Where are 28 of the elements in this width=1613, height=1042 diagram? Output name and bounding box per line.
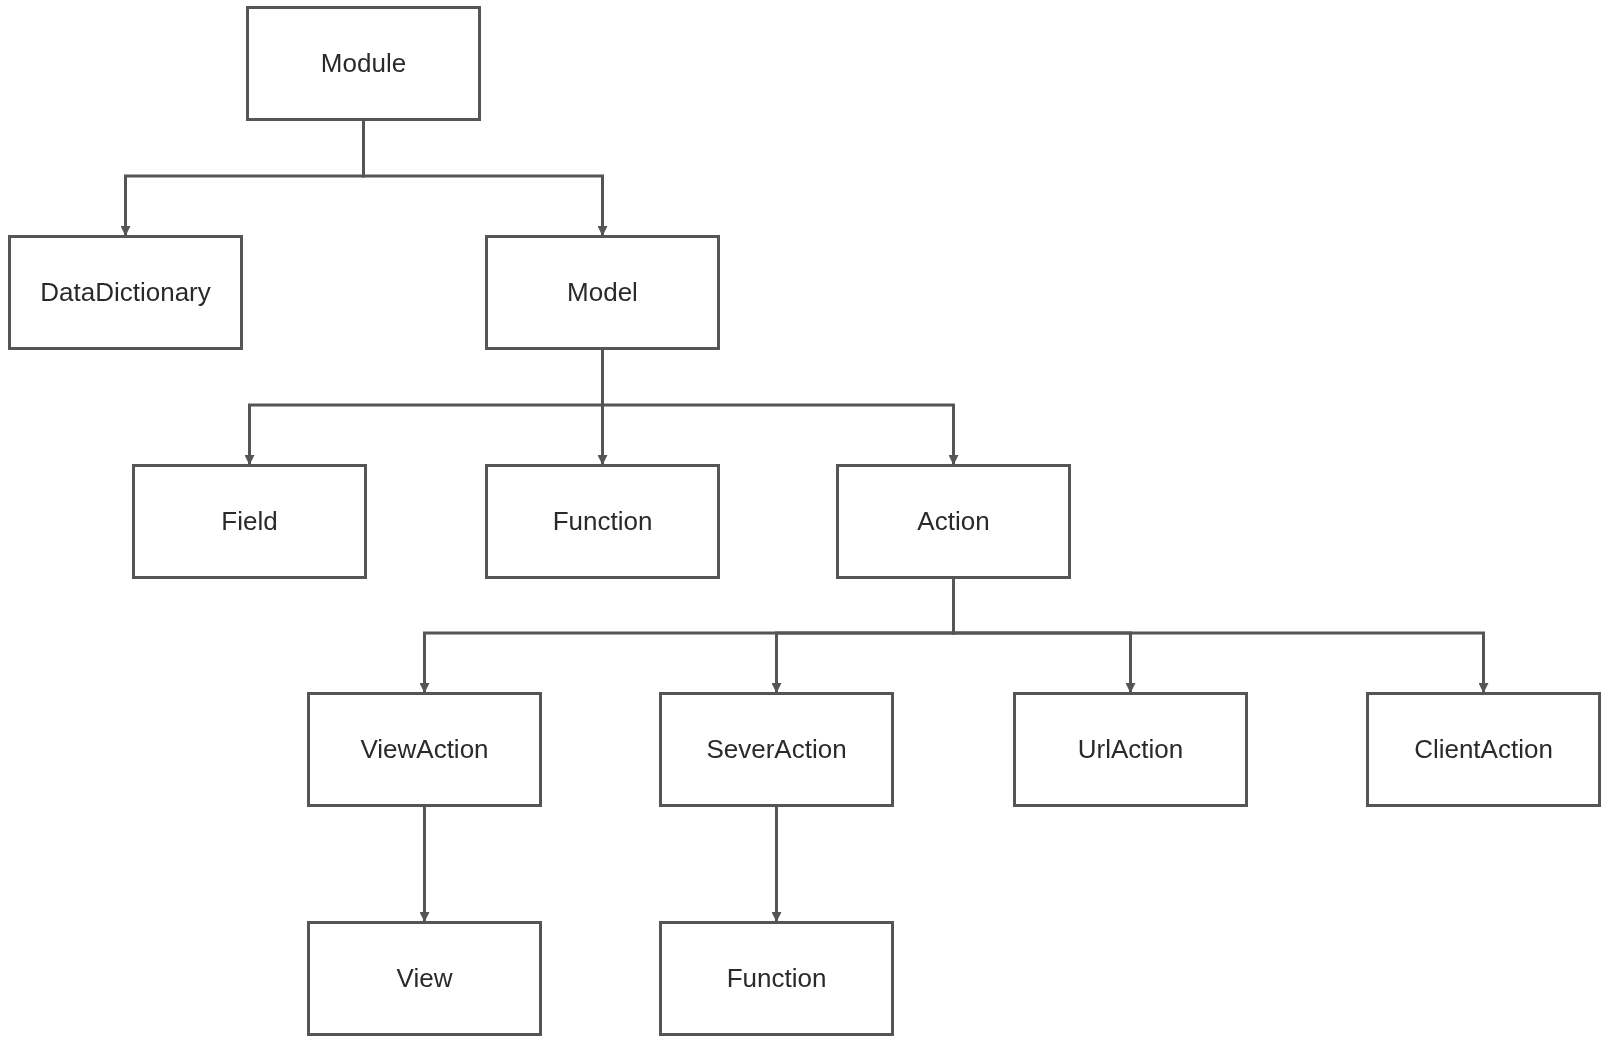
box-label: ClientAction [1414, 734, 1553, 765]
process-box [485, 235, 720, 350]
process-box [8, 235, 243, 350]
arrow [419, 807, 430, 922]
box-label: Model [567, 277, 638, 308]
box-label: Action [917, 506, 990, 537]
process-box [307, 692, 542, 807]
box-label: View [396, 963, 453, 994]
process-box [836, 464, 1071, 579]
box-label: UrlAction [1077, 734, 1184, 765]
box-label: ViewAction [360, 734, 489, 765]
box-label: Function [726, 963, 827, 994]
process-box [307, 921, 542, 1036]
process-box [246, 6, 481, 121]
box-label: Field [221, 506, 278, 537]
process-box [132, 464, 367, 579]
arrow [601, 350, 959, 465]
box-label: DataDictionary [40, 277, 211, 308]
process-box [1013, 692, 1248, 807]
process-box [659, 692, 894, 807]
process-box [485, 464, 720, 579]
arrow [771, 807, 782, 922]
box-label: SeverAction [706, 734, 847, 765]
process-box [659, 921, 894, 1036]
arrow [362, 121, 608, 236]
box-label: Module [320, 48, 407, 79]
box-label: Function [552, 506, 653, 537]
process-box [1366, 692, 1601, 807]
